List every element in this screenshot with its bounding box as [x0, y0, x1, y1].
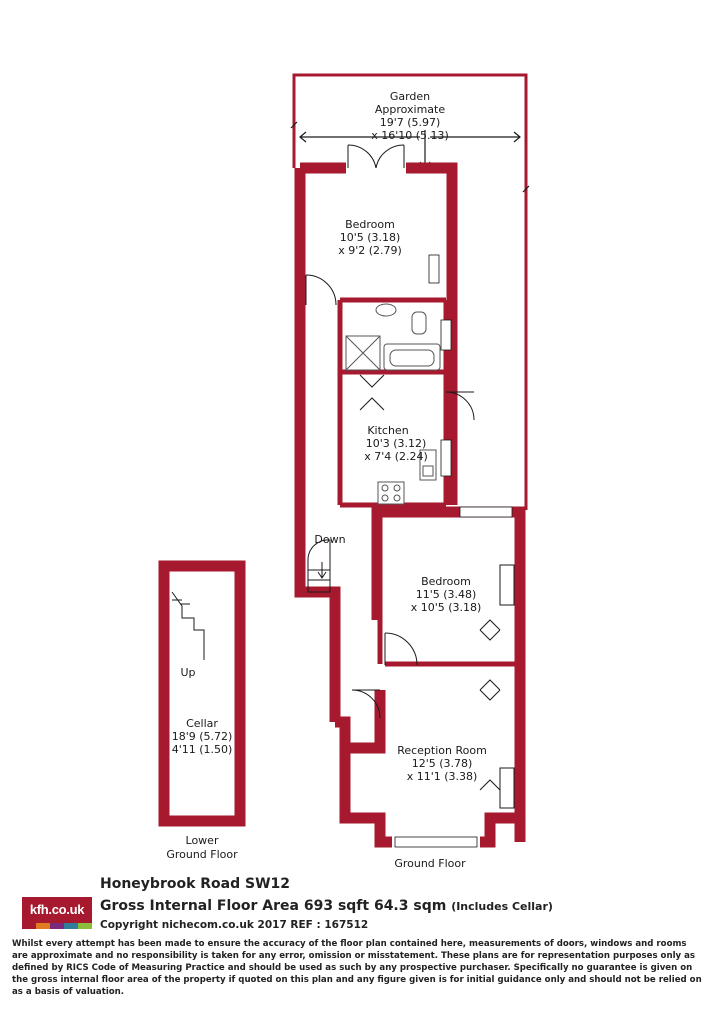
stairs-down-label: Down [314, 533, 345, 546]
logo-stripe [36, 923, 50, 929]
garden-approximate-label: Approximate [375, 103, 445, 116]
logo-stripes [22, 923, 92, 929]
french-doors [347, 144, 405, 169]
kitchen-dimension-2: x 7'4 (2.24) [364, 450, 428, 463]
door-swings [305, 274, 475, 719]
stairs-down [307, 539, 331, 593]
kitchen-dimension-1: 10'3 (3.12) [366, 437, 427, 450]
logo-stripe [50, 923, 64, 929]
floor-plan: Garden Approximate 19'7 (5.97) x 16'10 (… [158, 73, 530, 870]
bedroom2-dimension-2: x 10'5 (3.18) [411, 601, 482, 614]
bedroom1-label: Bedroom [345, 218, 395, 231]
logo-text: kfh.co.uk [22, 897, 92, 923]
cellar-dimension-1: 18'9 (5.72) [172, 730, 233, 743]
windows [394, 254, 513, 848]
logo-stripe [78, 923, 92, 929]
reception-label: Reception Room [397, 744, 487, 757]
cellar-label: Cellar [186, 717, 218, 730]
kitchen-label: Kitchen [367, 424, 408, 437]
cellar-walls [158, 560, 246, 827]
reception-dimension-2: x 11'1 (3.38) [407, 770, 478, 783]
floor-area: Gross Internal Floor Area 693 sqft 64.3 … [100, 898, 553, 914]
logo-stripe [64, 923, 78, 929]
built-in-cupboards [479, 564, 515, 809]
kitchen-fixtures [377, 449, 437, 505]
garden-boundary [292, 73, 528, 510]
cellar-dimension-2: 4'11 (1.50) [172, 743, 233, 756]
bathroom-fixtures [345, 303, 441, 371]
logo-stripe [22, 923, 36, 929]
lower-floor-label-2: Ground Floor [166, 848, 238, 861]
bedroom2-dimension-1: 11'5 (3.48) [416, 588, 477, 601]
garden-dimension-1: 19'7 (5.97) [380, 116, 441, 129]
bedroom1-dimension-2: x 9'2 (2.79) [338, 244, 402, 257]
cellar-stairs [171, 591, 205, 660]
property-title: Honeybrook Road SW12 [100, 876, 291, 892]
garden-dimension-2: x 16'10 (5.13) [371, 129, 449, 142]
copyright: Copyright nichecom.co.uk 2017 REF : 1675… [100, 919, 369, 931]
disclaimer: Whilst every attempt has been made to en… [12, 939, 702, 997]
floor-area-note: (Includes Cellar) [451, 900, 553, 913]
kfh-logo: kfh.co.uk [22, 897, 92, 930]
lower-floor-label-1: Lower [186, 834, 219, 847]
garden-label: Garden [390, 90, 430, 103]
reception-dimension-1: 12'5 (3.78) [412, 757, 473, 770]
bedroom2-label: Bedroom [421, 575, 471, 588]
stairs-up-label: Up [180, 666, 195, 679]
bedroom1-dimension-1: 10'5 (3.18) [340, 231, 401, 244]
floor-area-value: Gross Internal Floor Area 693 sqft 64.3 … [100, 898, 447, 914]
ground-floor-label: Ground Floor [394, 857, 466, 870]
